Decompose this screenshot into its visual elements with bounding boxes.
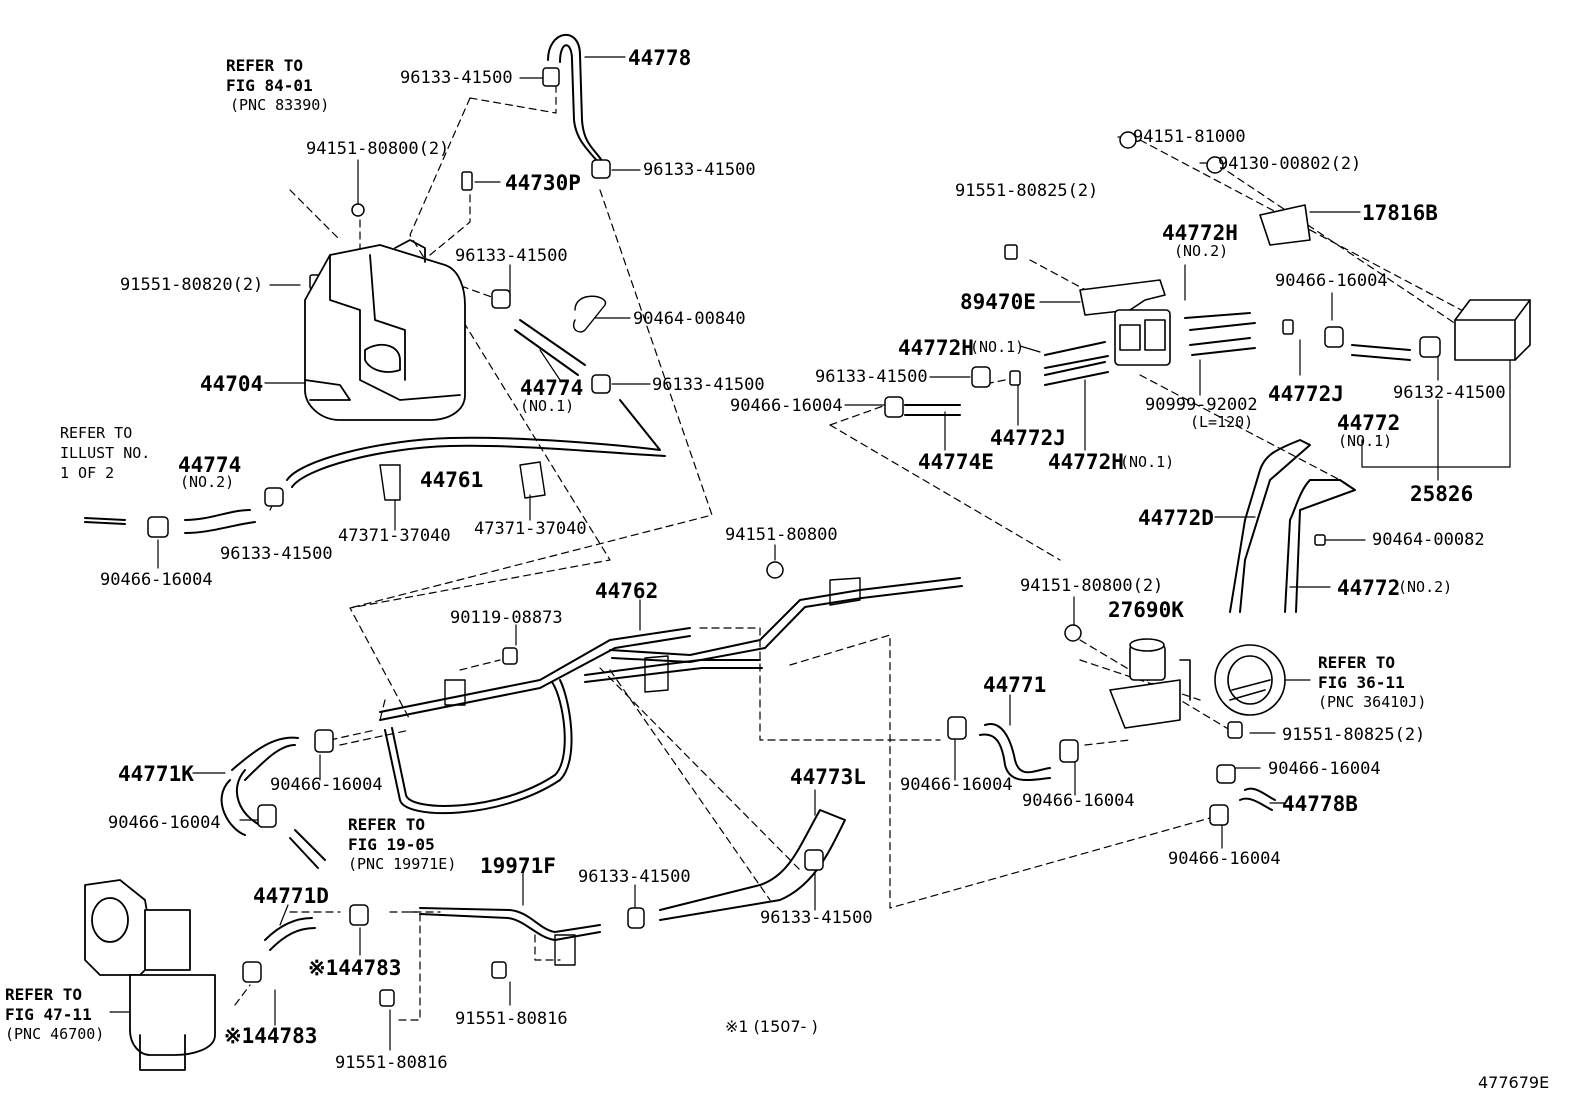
part-label-91551-80825-2: 91551-80825(2) [1282,725,1426,745]
part-label-27690K: 27690K [1108,598,1184,622]
part-label-44772H-sub: (NO.1) [970,338,1025,356]
part-label-44772H: 44772H [1048,450,1124,474]
part-label-44772H-sub: (NO.2) [1174,242,1229,260]
part-label-96133-41500: 96133-41500 [652,375,765,395]
part-label-91551-80820-2: 91551-80820(2) [120,275,264,295]
part-label-96133-41500: 96133-41500 [643,160,756,180]
part-label-90466-16004: 90466-16004 [1275,271,1388,291]
part-label-90466-16004: 90466-16004 [100,570,213,590]
part-label-90999-sub: (L=120) [1190,413,1254,431]
part-label-90464-00840: 90464-00840 [633,309,746,329]
part-label-44774: 44774 [178,453,242,477]
part-label-44783: ※144783 [224,1024,318,1048]
part-label-96133-41500: 96133-41500 [455,246,568,266]
reference-label: FIG 84-01 [226,76,313,95]
applicability-note: ※1 (1507- ) [725,1017,818,1036]
part-label-91551-80825-2: 91551-80825(2) [955,181,1099,201]
part-label-90466-16004: 90466-16004 [1268,759,1381,779]
part-label-44772: 44772 [1337,411,1401,435]
reference-label: FIG 36-11 [1318,673,1405,692]
part-label-44774E: 44774E [918,450,994,474]
part-label-91551-80816: 91551-80816 [335,1053,448,1073]
part-label-96132-41500: 96132-41500 [1393,383,1506,403]
part-label-90464-00082: 90464-00082 [1372,530,1485,550]
part-label-96133-41500: 96133-41500 [760,908,873,928]
part-label-44778B: 44778B [1282,792,1358,816]
part-label-96133-41500: 96133-41500 [400,68,513,88]
part-label-91551-80816: 91551-80816 [455,1009,568,1029]
part-label-44783: ※144783 [308,956,402,980]
part-label-44774-sub: (NO.1) [520,397,575,415]
reference-label: 1 OF 2 [60,464,115,482]
part-label-44772-sub: (NO.1) [1338,432,1393,450]
part-label-44771: 44771 [983,673,1047,697]
part-label-90999-92002: 90999-92002 [1145,395,1258,415]
reference-label: (PNC 83390) [230,96,330,114]
hoses [84,34,1411,951]
part-label-90466-16004: 90466-16004 [730,396,843,416]
reference-label: REFER TO [348,815,426,834]
part-label-94151-81000: 94151-81000 [1133,127,1246,147]
part-label-44774-sub: (NO.2) [180,473,235,491]
part-label-90466-16004: 90466-16004 [1168,849,1281,869]
part-label-44772H-sub: (NO.1) [1120,453,1175,471]
part-label-90119-08873: 90119-08873 [450,608,563,628]
part-label-44704: 44704 [200,372,264,396]
part-label-44772-sub: (NO.2) [1398,578,1453,596]
part-label-90466-16004: 90466-16004 [1022,791,1135,811]
part-label-96133-41500: 96133-41500 [578,867,691,887]
part-label-89470E: 89470E [960,290,1036,314]
part-label-90466-16004: 90466-16004 [270,775,383,795]
part-label-90466-16004: 90466-16004 [900,775,1013,795]
clamps [147,67,1441,1007]
part-label-44772J: 44772J [990,426,1066,450]
part-label-44773L: 44773L [790,765,866,789]
part-label-44772J: 44772J [1268,382,1344,406]
part-label-94151-80800: 94151-80800 [725,525,838,545]
part-label-25826: 25826 [1410,482,1474,506]
vsv-assembly [1079,204,1531,366]
reference-label: REFER TO [226,56,304,75]
part-label-44730P: 44730P [505,171,581,195]
part-label-19971F: 19971F [480,854,556,878]
reference-label: (PNC 36410J) [1318,693,1427,711]
part-label-44771K: 44771K [118,762,194,786]
vsv-27690k [1109,638,1286,729]
part-label-94151-80800-2: 94151-80800(2) [306,139,450,159]
reference-label: REFER TO [5,985,83,1004]
part-label-94130-00802-2: 94130-00802(2) [1218,154,1362,174]
part-label-47371-37040: 47371-37040 [474,519,587,539]
part-label-94151-80800-2: 94151-80800(2) [1020,576,1164,596]
leader-lines [109,56,1511,1051]
part-label-44772H: 44772H [1162,221,1238,245]
part-label-44762: 44762 [595,579,659,603]
reference-label: FIG 19-05 [348,835,435,854]
part-label-44772D: 44772D [1138,506,1214,530]
reference-label: FIG 47-11 [5,1005,92,1024]
reference-label: (PNC 46700) [5,1025,105,1043]
part-label-96133-41500: 96133-41500 [815,367,928,387]
part-label-47371-37040: 47371-37040 [338,526,451,546]
reference-label: ILLUST NO. [60,444,151,462]
reference-label: (PNC 19971E) [348,855,457,873]
part-label-44771D: 44771D [253,884,329,908]
part-label-44774: 44774 [520,376,584,400]
part-label-17816B: 17816B [1362,201,1438,225]
part-label-44772: 44772 [1337,576,1401,600]
reference-label: REFER TO [60,424,133,442]
reference-label: REFER TO [1318,653,1396,672]
part-label-44772H: 44772H [898,336,974,360]
canister-shape [304,239,466,421]
figure-id: 477679E [1478,1073,1550,1092]
brackets [379,295,861,966]
part-label-90466-16004: 90466-16004 [108,813,221,833]
part-label-96133-41500: 96133-41500 [220,544,333,564]
part-label-44761: 44761 [420,468,484,492]
throttle-body [84,879,216,1071]
part-label-44778: 44778 [628,46,692,70]
